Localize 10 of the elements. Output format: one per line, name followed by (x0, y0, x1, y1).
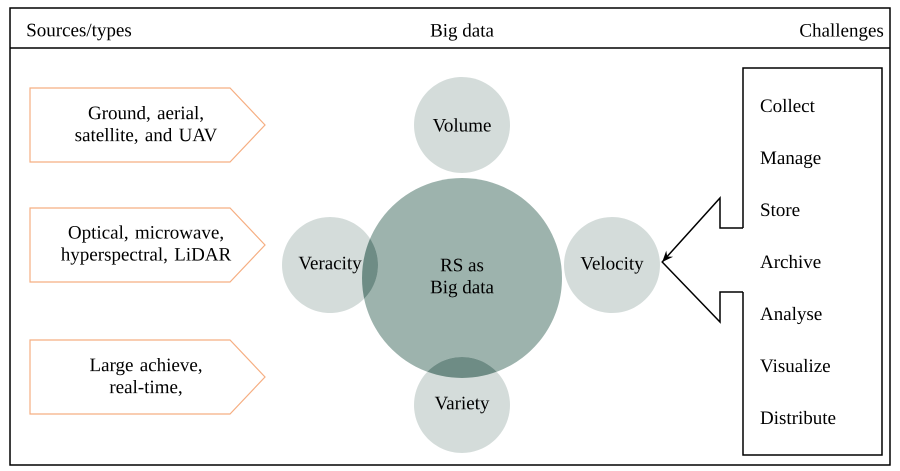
pentagon-arrow-box: Optical, microwave, hyperspectral, LiDAR (29, 207, 266, 283)
challenges-box: Collect Manage Store Archive Analyse Visualize Distribute (742, 67, 883, 456)
column-header: Challenges (800, 23, 884, 41)
column-header: Big data (430, 23, 494, 41)
pentagon-arrow-box: Large achieve, real-time, (29, 339, 266, 415)
node-label: Veracity (298, 256, 362, 274)
pentagon-arrow-box: Ground, aerial, satellite, and UAV (29, 87, 266, 163)
node-label: Variety (434, 396, 490, 414)
block-arrow (661, 196, 744, 324)
column-header: Sources/types (27, 24, 132, 40)
